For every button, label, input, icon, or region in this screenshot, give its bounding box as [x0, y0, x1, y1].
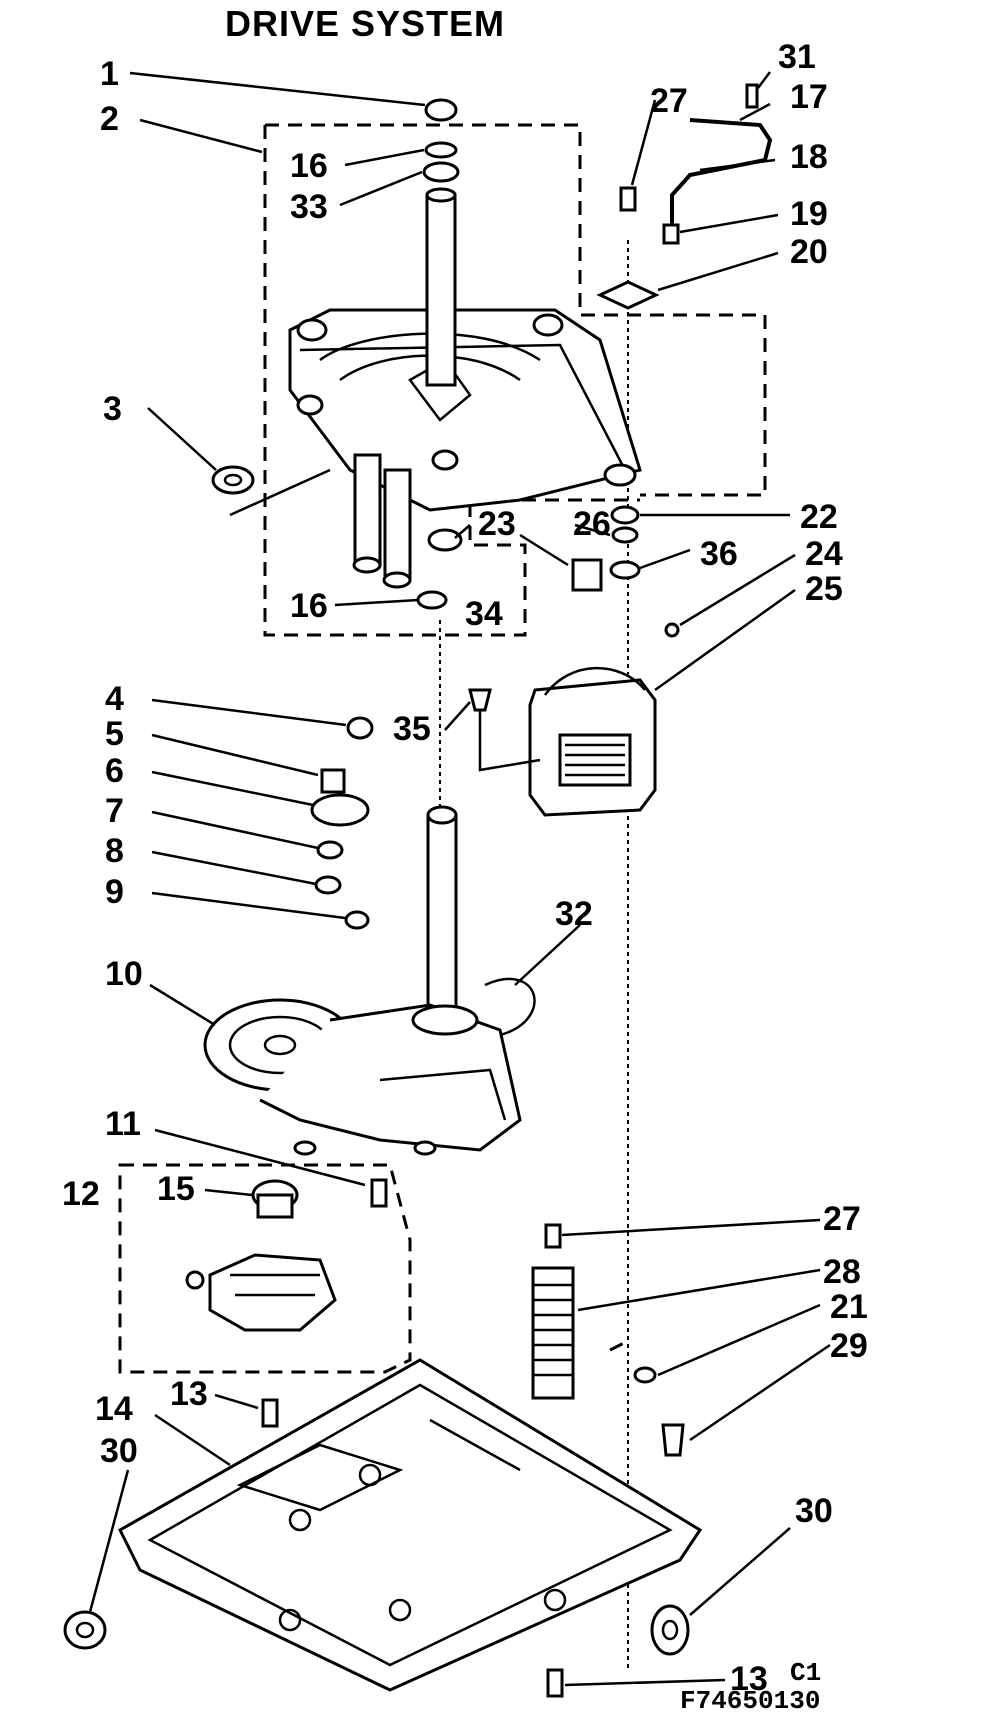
part-21-pin: [633, 1366, 657, 1384]
part-14-base: [118, 1358, 703, 1692]
callout-23: 23: [478, 505, 516, 543]
top-shaft-parts: [422, 98, 460, 183]
leader-lines: [88, 71, 831, 1687]
part-19-connector: [662, 223, 680, 245]
top-right-parts: [596, 83, 773, 310]
agitator-shaft: [426, 813, 458, 1017]
callout-15: 15: [157, 1170, 195, 1208]
part-30-casters: [63, 1604, 690, 1656]
callout-3: 3: [103, 390, 122, 428]
part-10-gearcase: [203, 977, 536, 1156]
callout-19: 19: [790, 195, 828, 233]
callout-5: 5: [105, 715, 124, 753]
diagram-title: DRIVE SYSTEM: [225, 3, 505, 44]
callout-25: 25: [805, 570, 843, 608]
callout-27-lower: 27: [823, 1200, 861, 1238]
callout-36: 36: [700, 535, 738, 573]
pump-mount-parts: [571, 505, 680, 638]
part-25-pump: [528, 666, 657, 817]
callout-24: 24: [805, 535, 843, 573]
callout-4: 4: [105, 680, 124, 718]
part-26-spring: [611, 526, 639, 544]
part-29-leveler: [661, 1423, 685, 1457]
callout-13-lower: 13: [730, 1660, 768, 1698]
callout-29: 29: [830, 1327, 868, 1365]
part-6-pulley: [310, 793, 370, 827]
callout-33: 33: [290, 188, 328, 226]
callout-21: 21: [830, 1288, 868, 1326]
callout-30-left: 30: [100, 1432, 138, 1470]
part-31-clip: [745, 83, 759, 109]
callout-30-right: 30: [795, 1492, 833, 1530]
callout-8: 8: [105, 832, 124, 870]
part-13-bolt-lower: [546, 1668, 564, 1698]
callout-16-lower: 16: [290, 587, 328, 625]
part-17-18-rod: [670, 118, 773, 225]
part-5-stud: [320, 768, 346, 794]
part-34-bushing: [427, 528, 463, 552]
callout-26: 26: [573, 505, 611, 543]
callout-27-upper: 27: [650, 82, 688, 120]
callout-32: 32: [555, 895, 593, 933]
callout-2: 2: [100, 100, 119, 138]
part-30-caster-left: [63, 1610, 107, 1650]
footer-part-number: F74650130: [680, 1686, 820, 1714]
callout-20: 20: [790, 233, 828, 271]
group-outlines: [118, 123, 767, 1374]
part-33-seal: [422, 161, 460, 183]
callout-9: 9: [105, 873, 124, 911]
callout-34: 34: [465, 595, 503, 633]
part-24-screw: [664, 622, 680, 638]
callout-22: 22: [800, 498, 838, 536]
callout-11: 11: [105, 1105, 141, 1143]
part-8-washer: [314, 875, 342, 895]
part-12-assembly: [185, 1179, 337, 1332]
callout-18: 18: [790, 138, 828, 176]
part-20-plate: [596, 280, 660, 310]
part-9-nut: [344, 910, 370, 930]
part-28-spring: [531, 1266, 575, 1400]
callout-35: 35: [393, 710, 431, 748]
suspension-parts: [531, 1223, 685, 1457]
part-16-washer: [424, 141, 458, 159]
callout-12: 12: [62, 1175, 100, 1213]
part-4-nut: [346, 716, 374, 740]
callout-28: 28: [823, 1253, 861, 1291]
callout-7: 7: [105, 792, 124, 830]
callout-31: 31: [778, 38, 816, 76]
footer-code: C1: [790, 1658, 821, 1688]
part-23-coupling: [571, 558, 603, 592]
part-3-washer: [211, 465, 255, 495]
callout-1: 1: [100, 55, 119, 93]
callout-16-upper: 16: [290, 147, 328, 185]
callout-14: 14: [95, 1390, 133, 1428]
callout-labels: 1 2 3 4 5 6 7 8 9 10 11 12 13 14 15 16 1…: [62, 38, 868, 1698]
part-27-bolt: [619, 186, 637, 212]
left-stack-parts: [310, 716, 374, 930]
part-22-washer: [610, 505, 640, 525]
part-13-bolt-upper: [261, 1398, 279, 1428]
part-27-lower-bolt: [544, 1223, 562, 1249]
callout-6: 6: [105, 752, 124, 790]
callout-13-upper: 13: [170, 1375, 208, 1413]
part-16-lower-washer: [416, 590, 448, 610]
transmission-housing: [229, 187, 642, 589]
part-35-bolt: [468, 688, 492, 712]
part-1-nut: [424, 98, 458, 122]
part-32-belt-clip: [484, 977, 536, 1037]
part-7-washer: [316, 840, 344, 860]
callout-10: 10: [105, 955, 143, 993]
callout-17: 17: [790, 78, 828, 116]
part-36-washer: [609, 560, 641, 580]
part-30-caster-right: [650, 1604, 690, 1656]
part-11-bolt: [370, 1178, 388, 1208]
